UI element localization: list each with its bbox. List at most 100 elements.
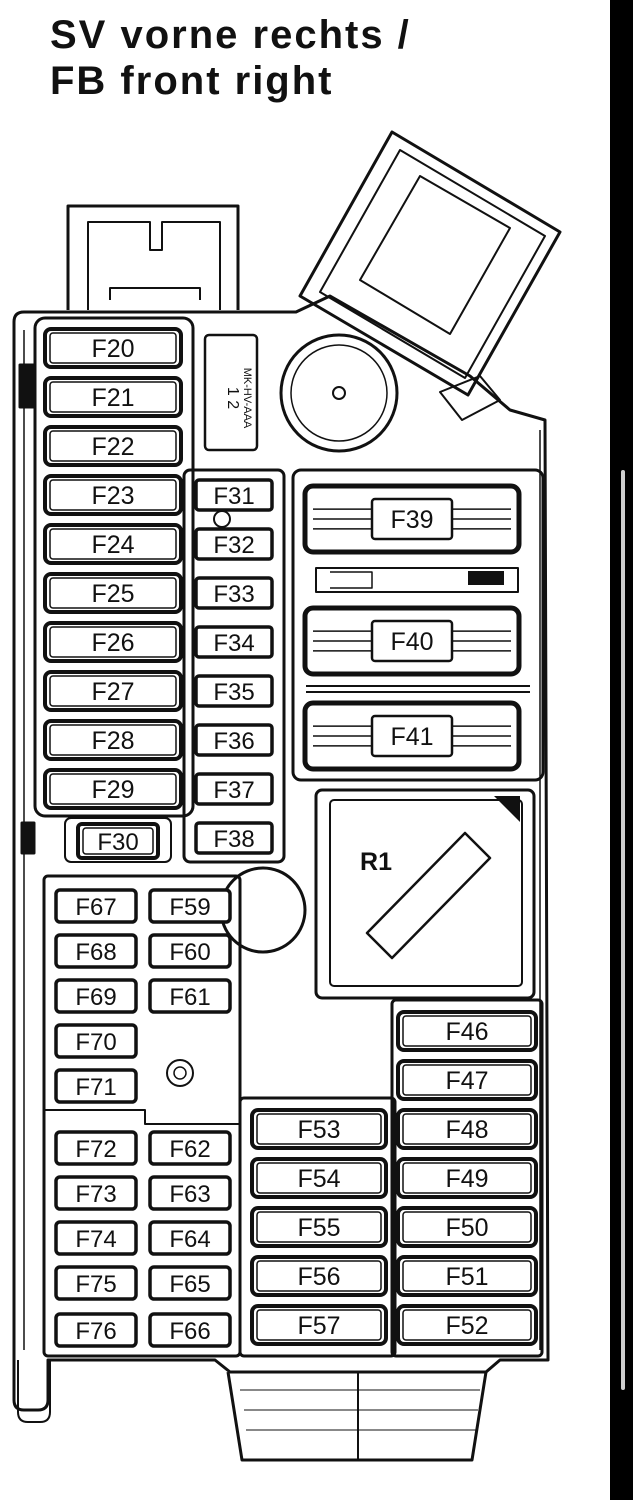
- fuse-label: F56: [297, 1263, 340, 1291]
- fuse-f53: F53: [250, 1108, 388, 1150]
- fuse-f68: F68: [54, 933, 138, 969]
- fuse-f35: F35: [194, 674, 274, 708]
- fuse-label: F26: [91, 629, 134, 657]
- fuse-box-diagram: 1 2 MK-HV-AAA R1 F20F21F22F23F24F25F26F2…: [12, 130, 562, 1462]
- fuse-label: F24: [91, 531, 134, 559]
- fuse-label: F62: [169, 1136, 210, 1163]
- fuse-f57: F57: [250, 1304, 388, 1346]
- fuse-label: F33: [213, 581, 254, 608]
- mounting-hole: [219, 866, 307, 954]
- fuse-label: F49: [445, 1165, 488, 1193]
- relay-r1-bar: [365, 831, 492, 960]
- fuse-label: F34: [213, 630, 254, 657]
- fuse-label: F41: [390, 723, 433, 751]
- fuse-f67: F67: [54, 888, 138, 924]
- fuse-f30: F30: [76, 822, 160, 860]
- fuse-f69: F69: [54, 978, 138, 1014]
- fuse-f64: F64: [148, 1220, 232, 1256]
- relay-r1-label: R1: [360, 848, 392, 876]
- fuse-label: F61: [169, 984, 210, 1011]
- spare-slot: [315, 567, 519, 593]
- fuse-f50: F50: [396, 1206, 538, 1248]
- fuse-f23: F23: [43, 474, 183, 516]
- fuse-f59: F59: [148, 888, 232, 924]
- fuse-label: F37: [213, 777, 254, 804]
- fuse-f33: F33: [194, 576, 274, 610]
- fuse-label: F70: [75, 1029, 116, 1056]
- fuse-f21: F21: [43, 376, 183, 418]
- fuse-label: F67: [75, 894, 116, 921]
- fuse-label: F63: [169, 1181, 210, 1208]
- fuse-label: F48: [445, 1116, 488, 1144]
- lower-middle-fuse-group: [238, 1096, 397, 1358]
- fuse-f49: F49: [396, 1157, 538, 1199]
- lower-right-fuse-group: [390, 998, 544, 1358]
- fuse-label: F65: [169, 1271, 210, 1298]
- fuse-label: F72: [75, 1136, 116, 1163]
- fuse-f38: F38: [194, 821, 274, 855]
- fuse-f31: F31: [194, 478, 274, 512]
- fuse-label: F66: [169, 1318, 210, 1345]
- screw: [166, 1059, 194, 1087]
- fuse-label: F55: [297, 1214, 340, 1242]
- fuse-f29: F29: [43, 768, 183, 810]
- fuse-label: F22: [91, 433, 134, 461]
- fuse-f71: F71: [54, 1068, 138, 1104]
- fuse-label: F64: [169, 1226, 210, 1253]
- fuse-label: F69: [75, 984, 116, 1011]
- fuse-f22: F22: [43, 425, 183, 467]
- connector-pin-label: 1 2: [224, 387, 241, 409]
- fuse-label: F59: [169, 894, 210, 921]
- fuse-f48: F48: [396, 1108, 538, 1150]
- fuse-f55: F55: [250, 1206, 388, 1248]
- fuse-f39: F39: [302, 483, 522, 555]
- fuse-f37: F37: [194, 772, 274, 806]
- fuse-label: F36: [213, 728, 254, 755]
- connector-code-label: MK-HV-AAA: [241, 368, 253, 429]
- fuse-layer: F20F21F22F23F24F25F26F27F28F29F30F31F32F…: [43, 327, 538, 1348]
- fuse-label: F38: [213, 826, 254, 853]
- fuse-f26: F26: [43, 621, 183, 663]
- fuse-label: F76: [75, 1318, 116, 1345]
- fuse-f75: F75: [54, 1265, 138, 1301]
- diagram-title: SV vorne rechts / FB front right: [50, 12, 411, 104]
- fuse-f32: F32: [194, 527, 274, 561]
- fuse-label: F47: [445, 1067, 488, 1095]
- fuse-label: F31: [213, 483, 254, 510]
- fuse-label: F71: [75, 1074, 116, 1101]
- title-line-2: FB front right: [50, 59, 334, 103]
- fuse-label: F23: [91, 482, 134, 510]
- fuse-label: F30: [97, 829, 138, 856]
- fuse-f34: F34: [194, 625, 274, 659]
- side-clip: [18, 363, 36, 409]
- fuse-f27: F27: [43, 670, 183, 712]
- angled-connector: [298, 130, 562, 397]
- fuse-label: F50: [445, 1214, 488, 1242]
- fuse-label: F52: [445, 1312, 488, 1340]
- fuse-f25: F25: [43, 572, 183, 614]
- fuse-f54: F54: [250, 1157, 388, 1199]
- fuse-label: F25: [91, 580, 134, 608]
- side-clip: [20, 821, 36, 855]
- fuse-f24: F24: [43, 523, 183, 565]
- scrollbar[interactable]: [621, 470, 625, 1390]
- fuse-f51: F51: [396, 1255, 538, 1297]
- connector-label-plate: 1 2 MK-HV-AAA: [203, 333, 259, 452]
- top-connector-housing: [66, 204, 240, 310]
- fuse-f52: F52: [396, 1304, 538, 1346]
- fuse-label: F35: [213, 679, 254, 706]
- fuse-f65: F65: [148, 1265, 232, 1301]
- fuse-f60: F60: [148, 933, 232, 969]
- fuse-f40: F40: [302, 605, 522, 677]
- fuse-label: F68: [75, 939, 116, 966]
- fuse-label: F57: [297, 1312, 340, 1340]
- maxi-fuse-group: [291, 468, 545, 782]
- mini-fuse-group: [182, 468, 286, 864]
- fuse-label: F74: [75, 1226, 116, 1253]
- fuse-label: F28: [91, 727, 134, 755]
- fuse-f63: F63: [148, 1175, 232, 1211]
- fuse-label: F73: [75, 1181, 116, 1208]
- fuse-label: F29: [91, 776, 134, 804]
- fuse-label: F53: [297, 1116, 340, 1144]
- fuse-f72: F72: [54, 1130, 138, 1166]
